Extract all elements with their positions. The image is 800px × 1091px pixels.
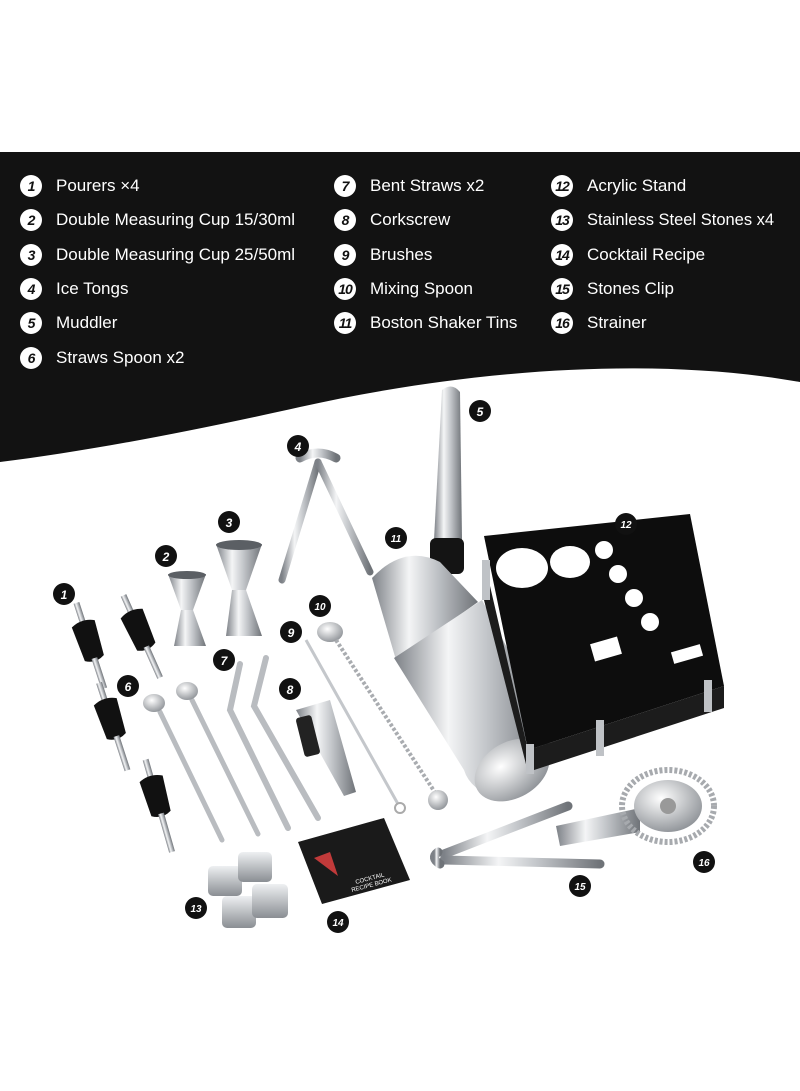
- svg-text:12: 12: [620, 520, 632, 531]
- legend-item-9: 9 Brushes: [334, 243, 432, 267]
- marker-15: 15: [569, 875, 591, 897]
- muddler: [430, 386, 464, 574]
- legend-item-2: 2 Double Measuring Cup 15/30ml: [20, 208, 295, 232]
- number-badge: 6: [20, 347, 42, 369]
- number-badge: 11: [334, 312, 356, 334]
- legend-label: Double Measuring Cup 15/30ml: [56, 210, 296, 229]
- marker-8: 8: [279, 678, 301, 700]
- marker-9: 9: [280, 621, 302, 643]
- pourers: [71, 594, 175, 853]
- legend-banner-background: [0, 152, 800, 462]
- svg-text:9: 9: [288, 626, 295, 640]
- marker-7: 7: [213, 649, 235, 671]
- legend-item-6: 6 Straws Spoon x2: [20, 346, 185, 370]
- marker-13: 13: [185, 897, 207, 919]
- number-badge: 2: [20, 209, 42, 231]
- number-markers: 1 2 3 4 5 6 7 8 9 10 11 12 13 14 15 16: [53, 400, 715, 933]
- legend-item-1: 1 Pourers ×4: [20, 174, 140, 198]
- marker-16: 16: [693, 851, 715, 873]
- marker-6: 6: [117, 675, 139, 697]
- svg-text:15: 15: [574, 882, 586, 893]
- legend-item-8: 8 Corkscrew: [334, 208, 450, 232]
- legend-item-4: 4 Ice Tongs: [20, 277, 128, 301]
- legend-label: Brushes: [370, 245, 433, 264]
- legend-label: Mixing Spoon: [370, 279, 474, 298]
- svg-text:6: 6: [125, 680, 132, 694]
- number-badge: 8: [334, 209, 356, 231]
- legend-item-14: 14 Cocktail Recipe: [551, 243, 705, 267]
- svg-text:11: 11: [391, 534, 402, 545]
- number-badge: 7: [334, 175, 356, 197]
- number-badge: 4: [20, 278, 42, 300]
- strainer: [556, 767, 717, 846]
- svg-text:3: 3: [226, 516, 233, 530]
- number-badge: 9: [334, 244, 356, 266]
- svg-text:4: 4: [294, 440, 302, 454]
- svg-text:10: 10: [314, 602, 326, 613]
- straw-spoons: [143, 682, 261, 843]
- legend-item-15: 15 Stones Clip: [551, 277, 674, 301]
- legend-item-10: 10 Mixing Spoon: [334, 277, 473, 301]
- legend-label: Bent Straws x2: [370, 176, 485, 195]
- number-badge: 16: [551, 312, 573, 334]
- legend-label: Acrylic Stand: [587, 176, 687, 195]
- number-badge: 14: [551, 244, 573, 266]
- marker-4: 4: [287, 435, 309, 457]
- legend-label: Boston Shaker Tins: [370, 313, 518, 332]
- legend-item-13: 13 Stainless Steel Stones x4: [551, 208, 774, 232]
- svg-text:1: 1: [61, 588, 68, 602]
- legend-label: Strainer: [587, 313, 647, 332]
- legend-label: Pourers ×4: [56, 176, 140, 195]
- ice-tongs: [278, 448, 374, 584]
- legend-item-11: 11 Boston Shaker Tins: [334, 311, 517, 335]
- svg-text:16: 16: [698, 858, 710, 869]
- legend-label: Ice Tongs: [56, 279, 129, 298]
- legend-label: Stones Clip: [587, 279, 674, 298]
- svg-text:5: 5: [477, 405, 484, 419]
- legend-item-5: 5 Muddler: [20, 311, 117, 335]
- legend-label: Corkscrew: [370, 210, 451, 229]
- svg-text:2: 2: [162, 550, 170, 564]
- svg-text:13: 13: [190, 904, 202, 915]
- legend-item-7: 7 Bent Straws x2: [334, 174, 484, 198]
- jigger-15-30ml: [168, 571, 206, 646]
- marker-3: 3: [218, 511, 240, 533]
- marker-1: 1: [53, 583, 75, 605]
- svg-text:7: 7: [221, 654, 229, 668]
- recipe-book: COCKTAIL RECIPE BOOK: [298, 818, 410, 904]
- number-badge: 10: [334, 278, 356, 300]
- stones-clip: [430, 801, 605, 869]
- number-badge: 15: [551, 278, 573, 300]
- svg-text:8: 8: [287, 683, 294, 697]
- brush: [304, 639, 406, 814]
- legend-label: Double Measuring Cup 25/50ml: [56, 245, 296, 264]
- steel-stones: [208, 852, 288, 928]
- marker-5: 5: [469, 400, 491, 422]
- number-badge: 3: [20, 244, 42, 266]
- number-badge: 5: [20, 312, 42, 334]
- mixing-spoon: [317, 622, 448, 810]
- marker-10: 10: [309, 595, 331, 617]
- component-legend: 1 Pourers ×4 2 Double Measuring Cup 15/3…: [0, 152, 800, 392]
- marker-2: 2: [155, 545, 177, 567]
- legend-label: Stainless Steel Stones x4: [587, 210, 775, 229]
- marker-11: 11: [385, 527, 407, 549]
- marker-12: 12: [615, 513, 637, 535]
- legend-item-3: 3 Double Measuring Cup 25/50ml: [20, 243, 295, 267]
- number-badge: 12: [551, 175, 573, 197]
- legend-label: Muddler: [56, 313, 118, 332]
- svg-text:14: 14: [332, 918, 344, 929]
- number-badge: 13: [551, 209, 573, 231]
- legend-item-12: 12 Acrylic Stand: [551, 174, 686, 198]
- jigger-25-50ml: [216, 540, 262, 636]
- bent-straws: [226, 655, 321, 831]
- corkscrew: [296, 700, 356, 796]
- legend-label: Cocktail Recipe: [587, 245, 706, 264]
- legend-item-16: 16 Strainer: [551, 311, 647, 335]
- number-badge: 1: [20, 175, 42, 197]
- legend-label: Straws Spoon x2: [56, 348, 185, 367]
- marker-14: 14: [327, 911, 349, 933]
- acrylic-stand: [482, 514, 724, 774]
